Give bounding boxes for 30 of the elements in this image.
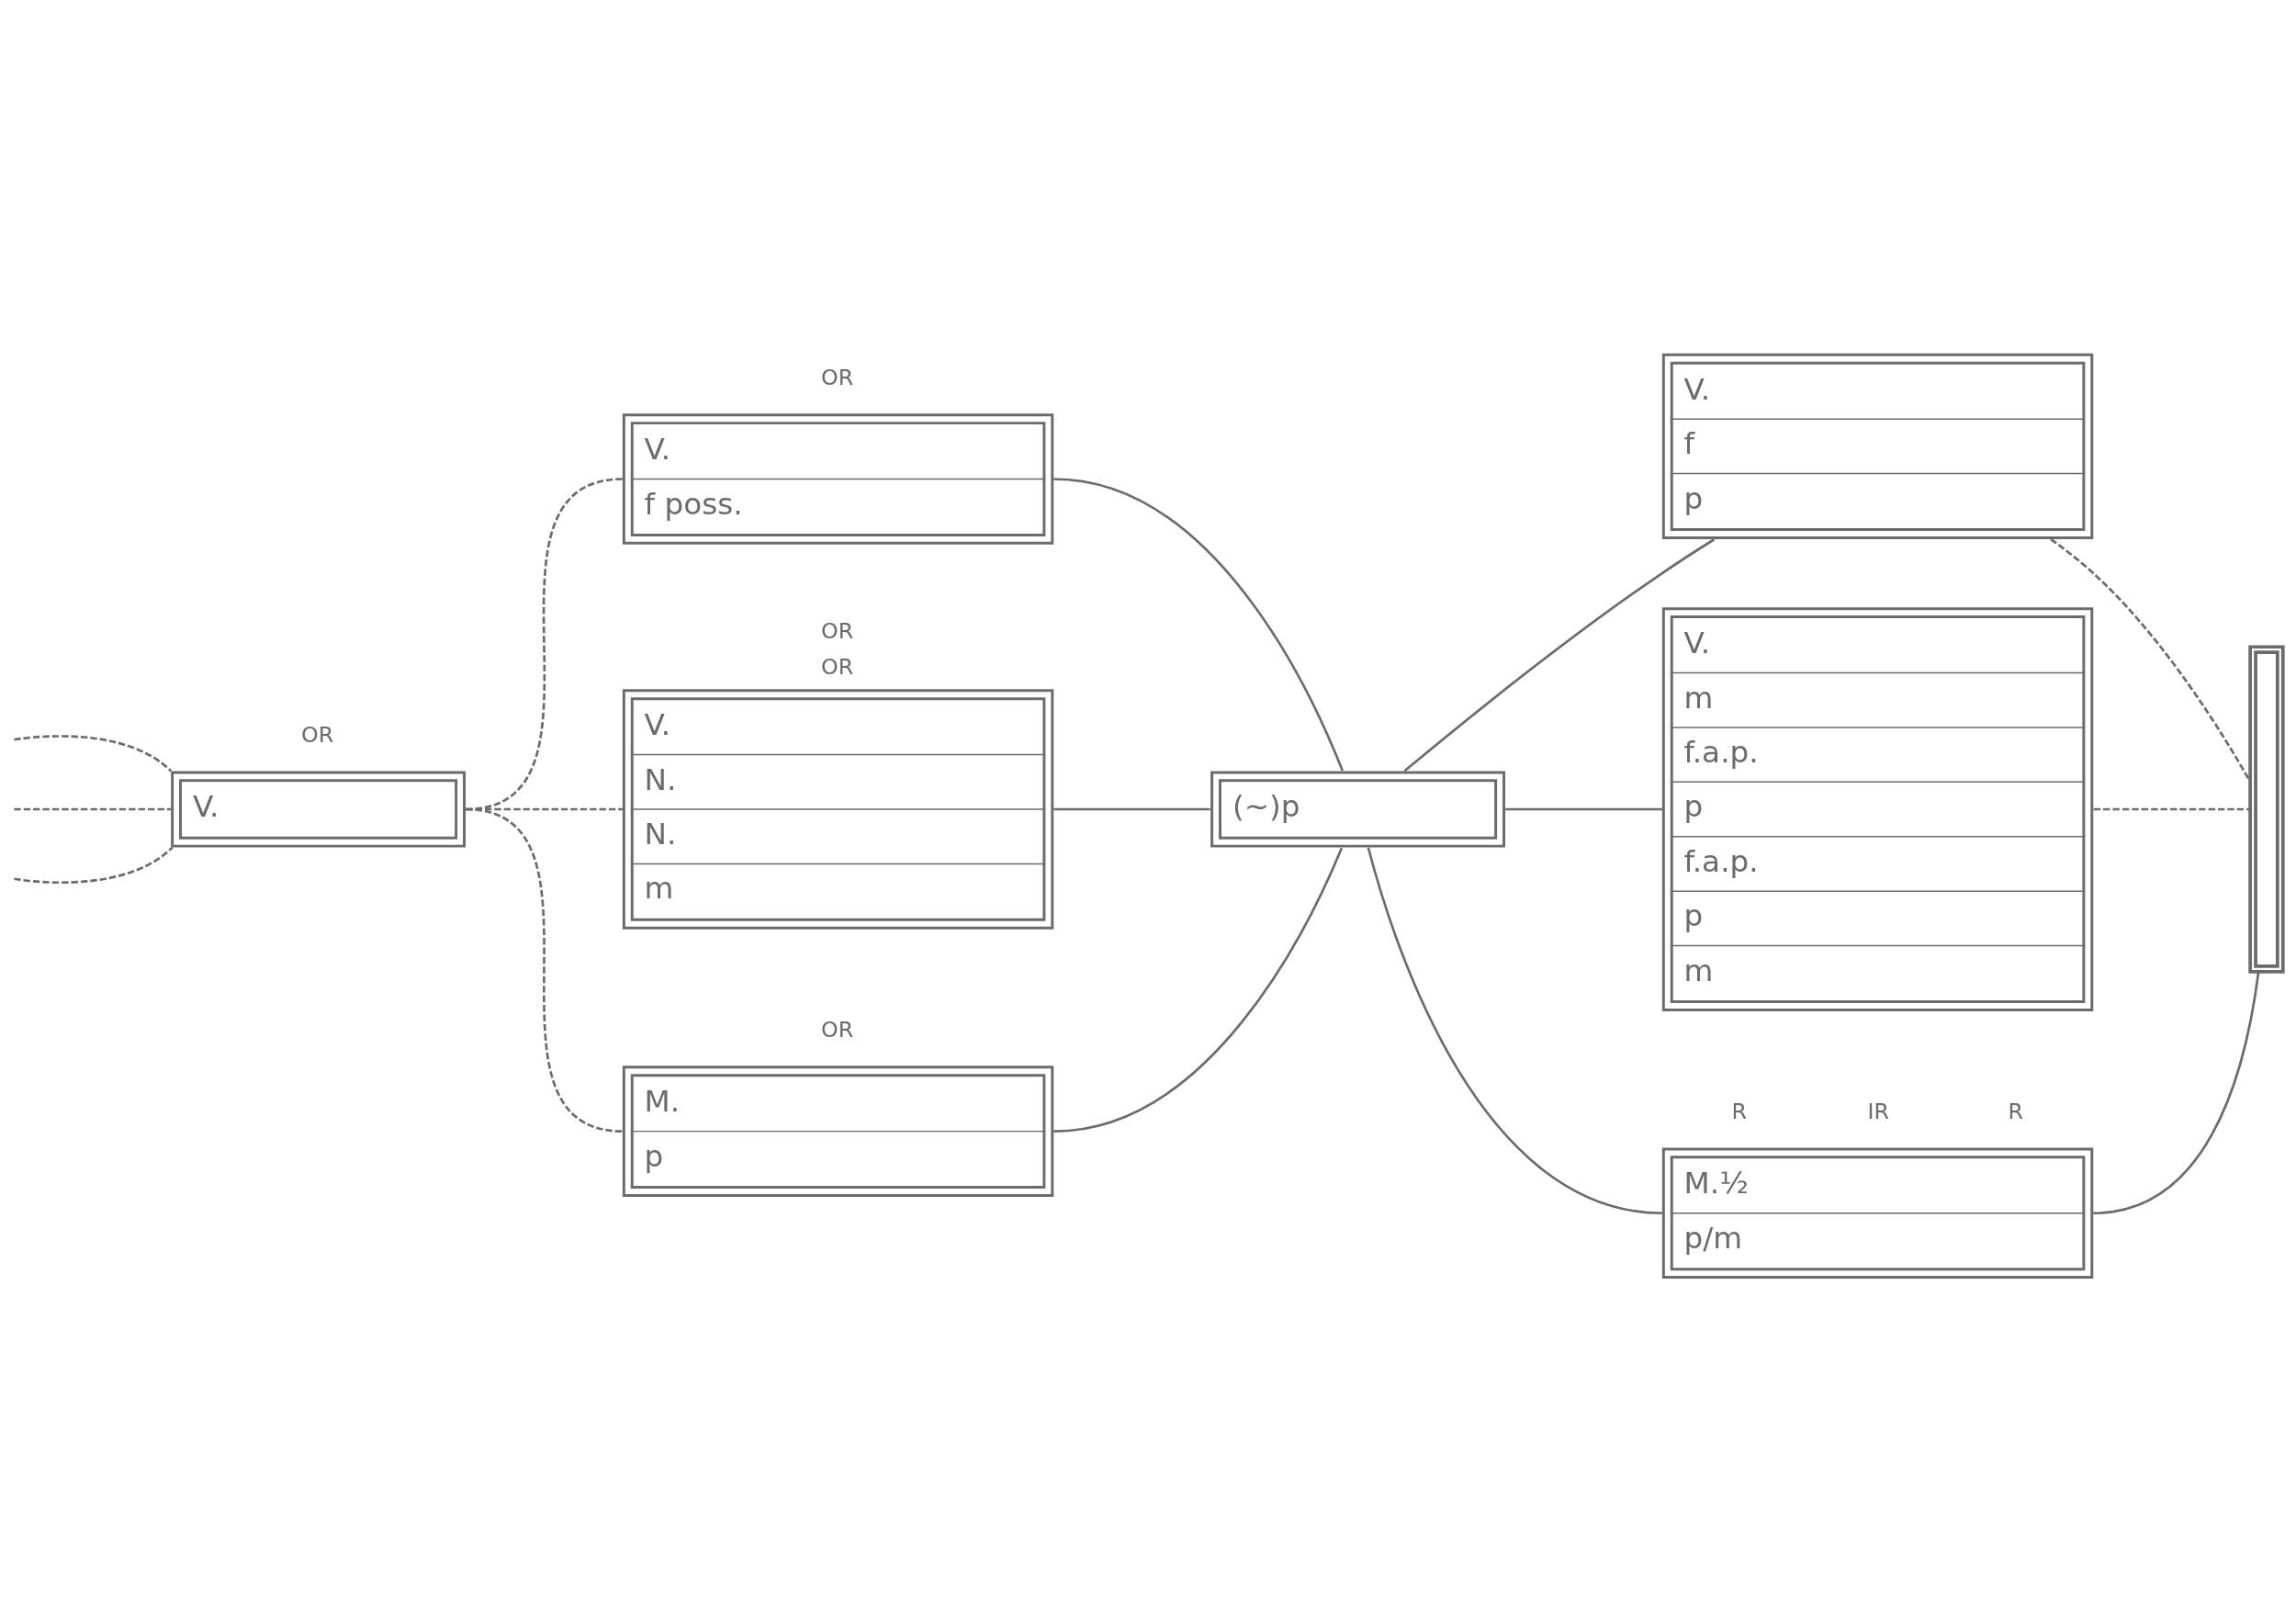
node-label: OR [821,618,854,645]
node-label: OR [301,721,334,748]
node-label: IR [1867,1098,1889,1124]
node-label: R [1731,1098,1748,1124]
connector [1053,807,1210,811]
node-box: M.½ p/m [1661,1147,2094,1280]
connector [1053,478,1345,772]
node-box: (~)p [1210,771,1505,848]
connector [1367,847,1662,1215]
node-box: V. [171,771,466,848]
node-box: V. f p [1661,353,2094,539]
connector [14,735,172,773]
connector [14,807,172,811]
connector [1505,807,1662,811]
connector [1053,847,1344,1133]
connector [2050,537,2252,783]
connector [2093,807,2250,811]
node-label: OR [821,364,854,390]
connector [1403,538,1716,773]
node-box: V. f poss. [622,413,1054,545]
node-label: OR [821,653,854,680]
node-bar [2248,645,2285,974]
connector [14,846,174,885]
connector [465,807,624,1133]
node-box: M. p [622,1066,1054,1197]
connector [2093,971,2260,1215]
node-label: OR [821,1016,854,1043]
node-box: V. m f.a.p. p f.a.p. p m [1661,607,2094,1011]
node-label: R [2008,1098,2023,1124]
node-box: V. N. N. m [622,689,1054,930]
